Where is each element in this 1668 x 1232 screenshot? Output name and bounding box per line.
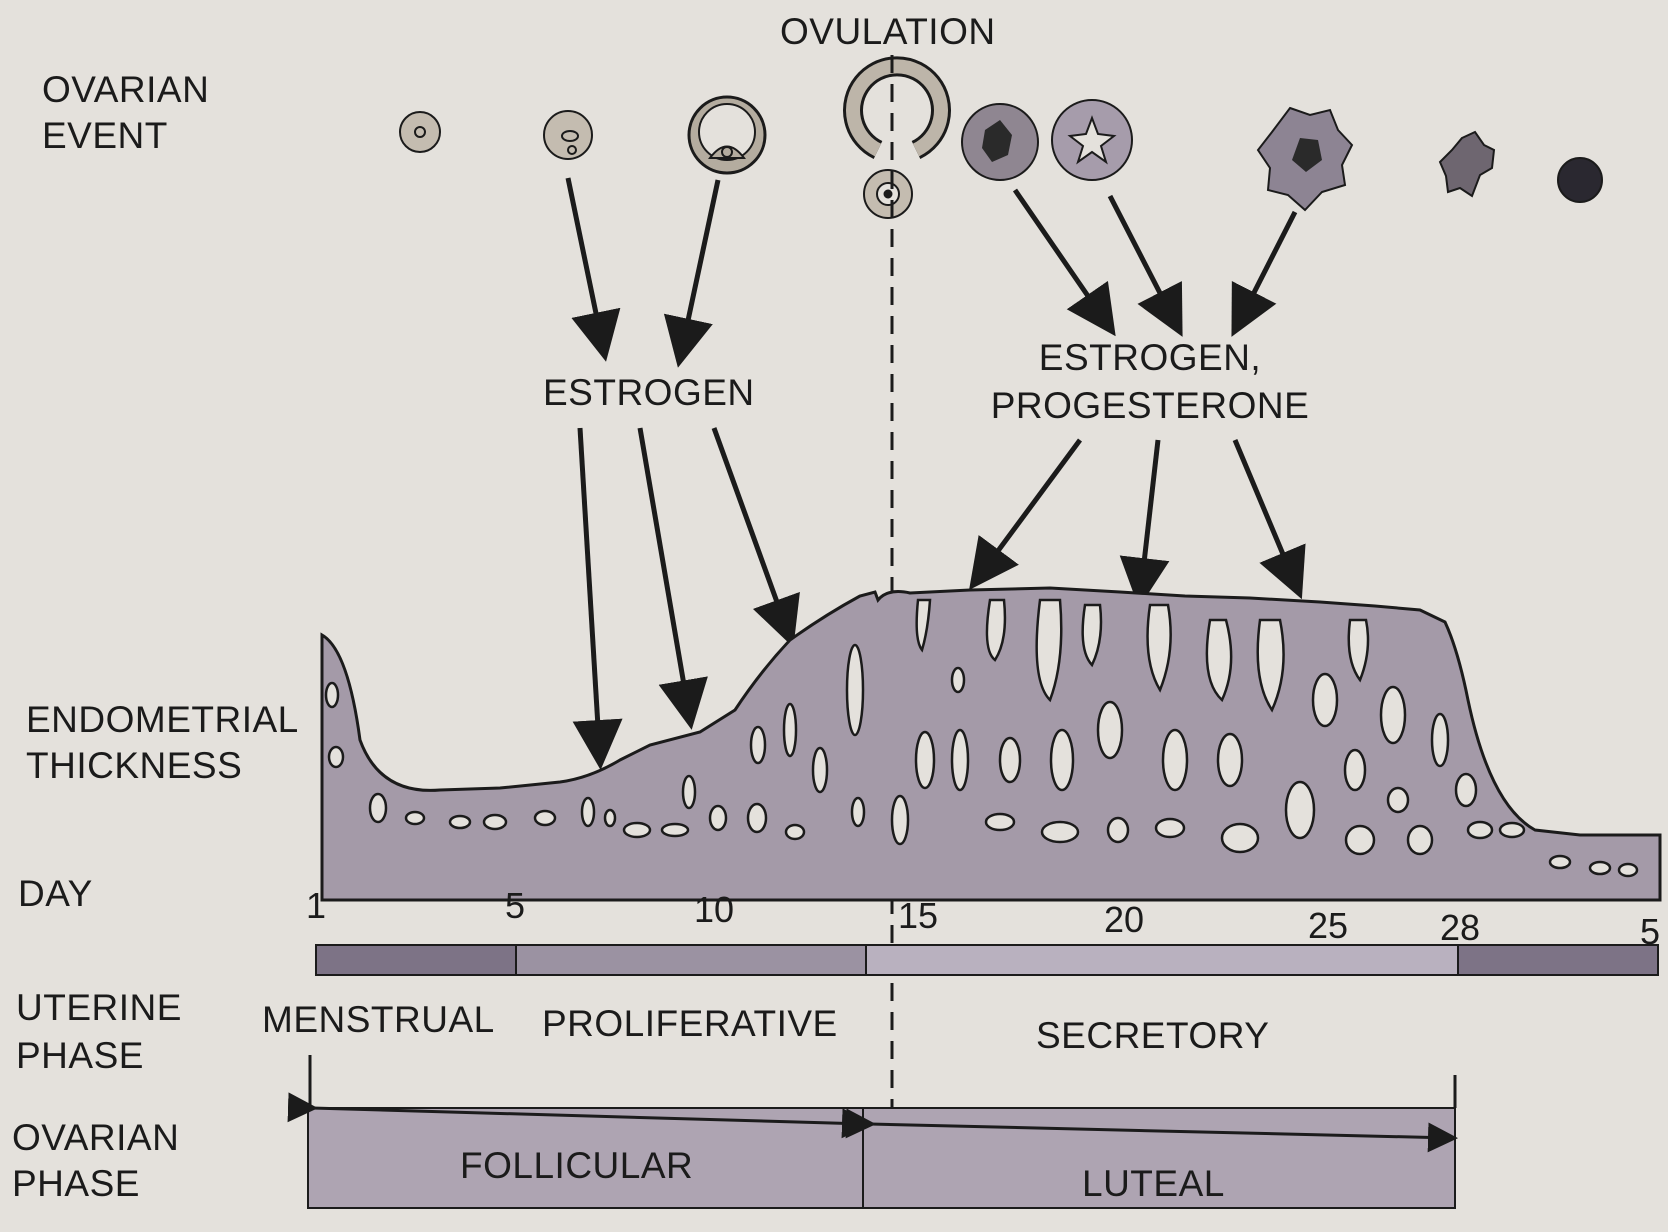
- corpus-albicans-icon: [1558, 158, 1602, 202]
- progesterone-output-arrows: [975, 440, 1298, 598]
- endometrial-thickness-label-line1: ENDOMETRIAL: [26, 698, 299, 742]
- menstrual-segment: [316, 945, 516, 975]
- follicular-phase-label: FOLLICULAR: [460, 1144, 693, 1188]
- day-tick-1: 1: [306, 886, 326, 926]
- day-label: DAY: [18, 872, 93, 916]
- day-tick-28: 28: [1440, 908, 1480, 948]
- estrogen-input-arrows: [568, 178, 718, 358]
- released-oocyte-icon: [864, 170, 912, 218]
- ovarian-event-follicles: [400, 66, 1602, 218]
- day-tick-10: 10: [694, 890, 734, 930]
- ovulation-label: OVULATION: [780, 10, 996, 54]
- secretory-segment: [866, 945, 1458, 975]
- day-tick-25: 25: [1308, 906, 1348, 946]
- ovarian-event-label-line2: EVENT: [42, 114, 168, 158]
- ovarian-event-label-line1: OVARIAN: [42, 68, 209, 112]
- ovarian-phase-label-line1: OVARIAN: [12, 1116, 179, 1160]
- day-tick-5: 5: [505, 886, 525, 926]
- antral-follicle-icon: [689, 97, 765, 173]
- uterine-phase-bar: [316, 945, 1658, 975]
- luteal-phase-label: LUTEAL: [1082, 1162, 1225, 1206]
- progesterone-input-arrows: [1015, 190, 1295, 328]
- regressing-corpus-luteum-icon: [1258, 108, 1352, 210]
- day-tick-15: 15: [898, 896, 938, 936]
- corpus-luteum-icon: [1052, 100, 1132, 180]
- ovarian-phase-label-line2: PHASE: [12, 1162, 140, 1206]
- endometrial-thickness-label-line2: THICKNESS: [26, 744, 242, 788]
- menstrual-phase-label: MENSTRUAL: [262, 998, 495, 1042]
- proliferative-phase-label: PROLIFERATIVE: [542, 1002, 838, 1046]
- early-corpus-luteum-icon: [962, 104, 1038, 180]
- ruptured-follicle-icon: [853, 66, 941, 150]
- proliferative-segment: [516, 945, 866, 975]
- estrogen-label: ESTROGEN: [543, 371, 755, 415]
- day-tick-next-5: 5: [1640, 912, 1660, 952]
- uterine-phase-label-line1: UTERINE: [16, 986, 182, 1030]
- primary-follicle-icon: [544, 111, 592, 159]
- uterine-phase-label-line2: PHASE: [16, 1034, 144, 1078]
- estrogen-progesterone-label-line1: ESTROGEN,: [1000, 336, 1300, 380]
- day-tick-20: 20: [1104, 900, 1144, 940]
- estrogen-progesterone-label-line2: PROGESTERONE: [970, 384, 1330, 428]
- corpus-albicans-small-icon: [1440, 132, 1494, 196]
- primordial-follicle-icon: [400, 112, 440, 152]
- secretory-phase-label: SECRETORY: [1036, 1014, 1269, 1058]
- next-menstrual-segment: [1458, 945, 1658, 975]
- endometrium-profile: [322, 588, 1660, 900]
